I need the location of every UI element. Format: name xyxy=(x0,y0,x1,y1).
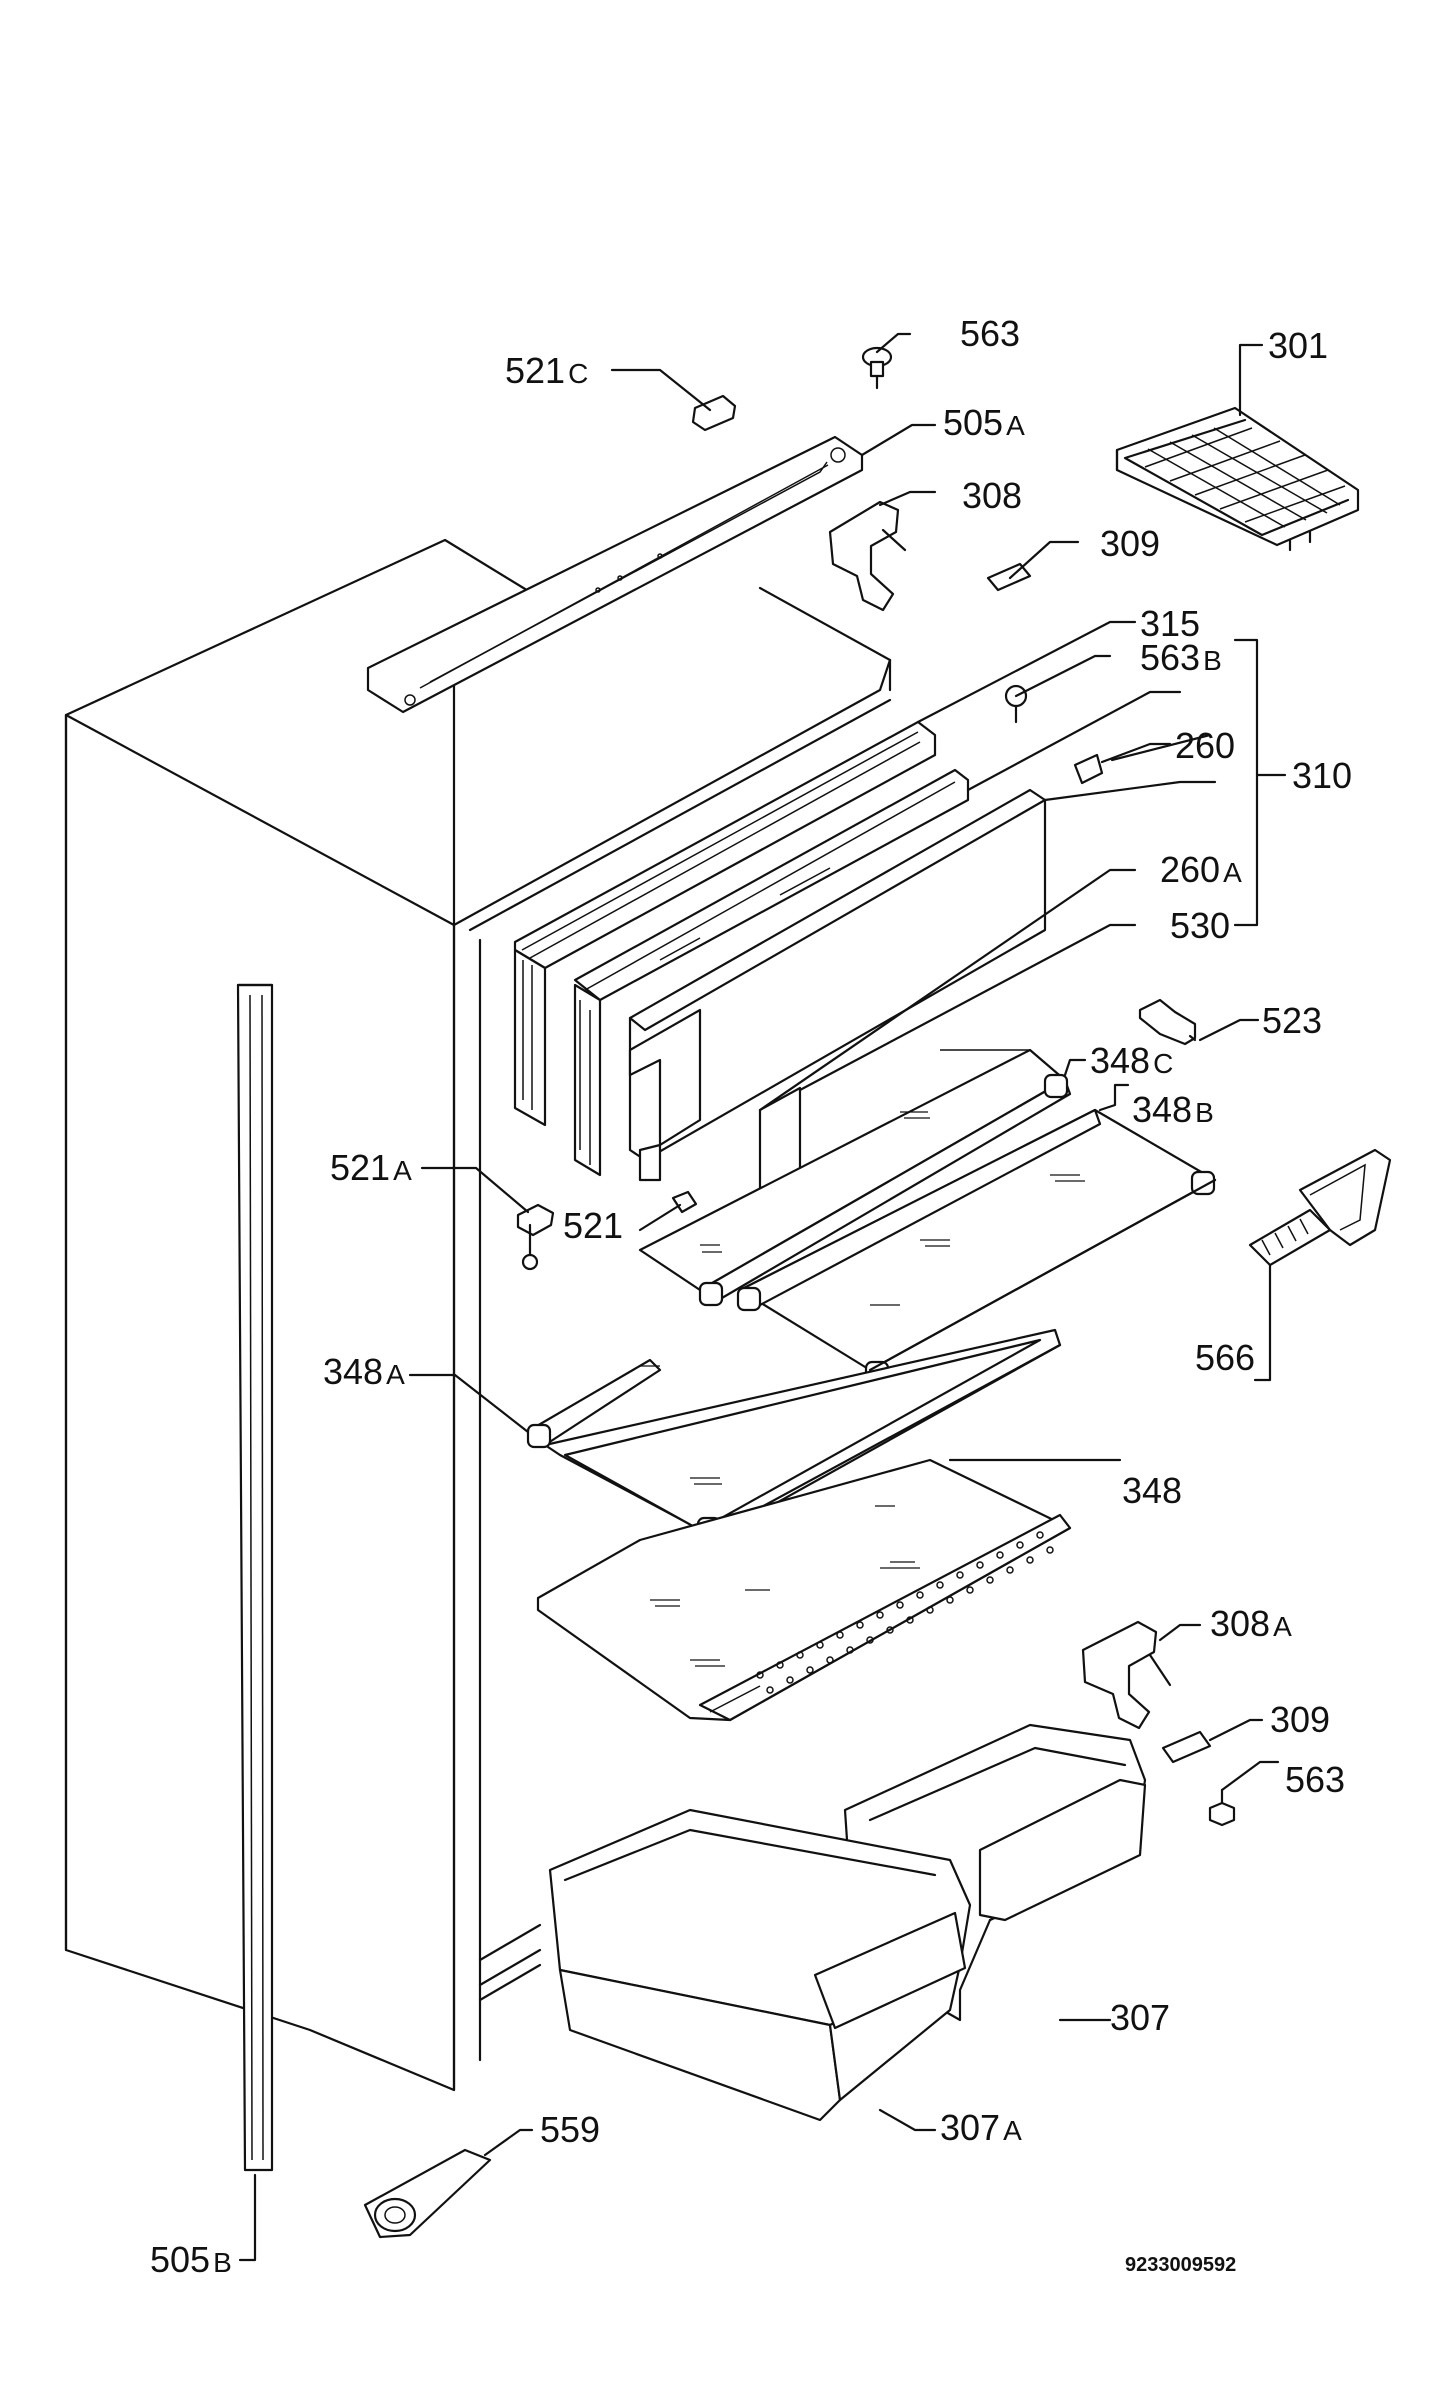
lock-part-521a xyxy=(516,1203,555,1271)
hinge-part-308 xyxy=(828,500,907,612)
ice-tray-part-301 xyxy=(1115,406,1360,552)
bolt-part-563-top xyxy=(861,346,893,390)
callout-307: 307 xyxy=(1110,1997,1171,2038)
shelf-part-348a xyxy=(526,1328,1062,1542)
shelf-part-348b xyxy=(736,1108,1217,1386)
callout-309-bottom: 309 xyxy=(1270,1699,1331,1740)
door-frame-part-260a xyxy=(573,768,970,1177)
callout-315: 315 xyxy=(1140,603,1201,644)
shelf-part-348c xyxy=(638,1048,1072,1307)
glass-shelf-part-348 xyxy=(536,1458,1072,1722)
callout-348: 348 xyxy=(1122,1470,1183,1511)
door-strip-part-505b xyxy=(236,983,274,2172)
callout-260: 260 xyxy=(1175,725,1236,766)
callout-309-top: 309 xyxy=(1100,523,1161,564)
callout-308: 308 xyxy=(962,475,1023,516)
callout-523: 523 xyxy=(1262,1000,1323,1041)
callout-563-top: 563 xyxy=(960,313,1021,354)
top-rail-part-505a xyxy=(366,435,864,714)
scraper-part-566 xyxy=(1248,1148,1392,1267)
callout-310: 310 xyxy=(1292,755,1353,796)
callout-530: 530 xyxy=(1170,905,1231,946)
leader-lines xyxy=(238,332,1287,2262)
cabinet-body xyxy=(64,538,892,2092)
label-part-309-top xyxy=(986,562,1032,592)
drawing-code: 9233009592 xyxy=(1125,2254,1237,2276)
callout-301: 301 xyxy=(1268,325,1329,366)
callout-566: 566 xyxy=(1195,1337,1256,1378)
label-part-309-bottom xyxy=(1161,1730,1212,1764)
bolt-part-563-bottom xyxy=(1208,1788,1236,1827)
switch-part-523 xyxy=(1138,998,1197,1046)
callout-563-bottom: 563 xyxy=(1285,1759,1346,1800)
callout-521: 521 xyxy=(563,1205,624,1246)
bin-part-307a xyxy=(548,1808,972,2122)
part-521 xyxy=(671,1190,698,1214)
callout-559: 559 xyxy=(540,2109,601,2150)
clip-part-260 xyxy=(1073,753,1104,785)
hinge-part-308a xyxy=(1081,1620,1172,1730)
part-559 xyxy=(363,2148,492,2239)
